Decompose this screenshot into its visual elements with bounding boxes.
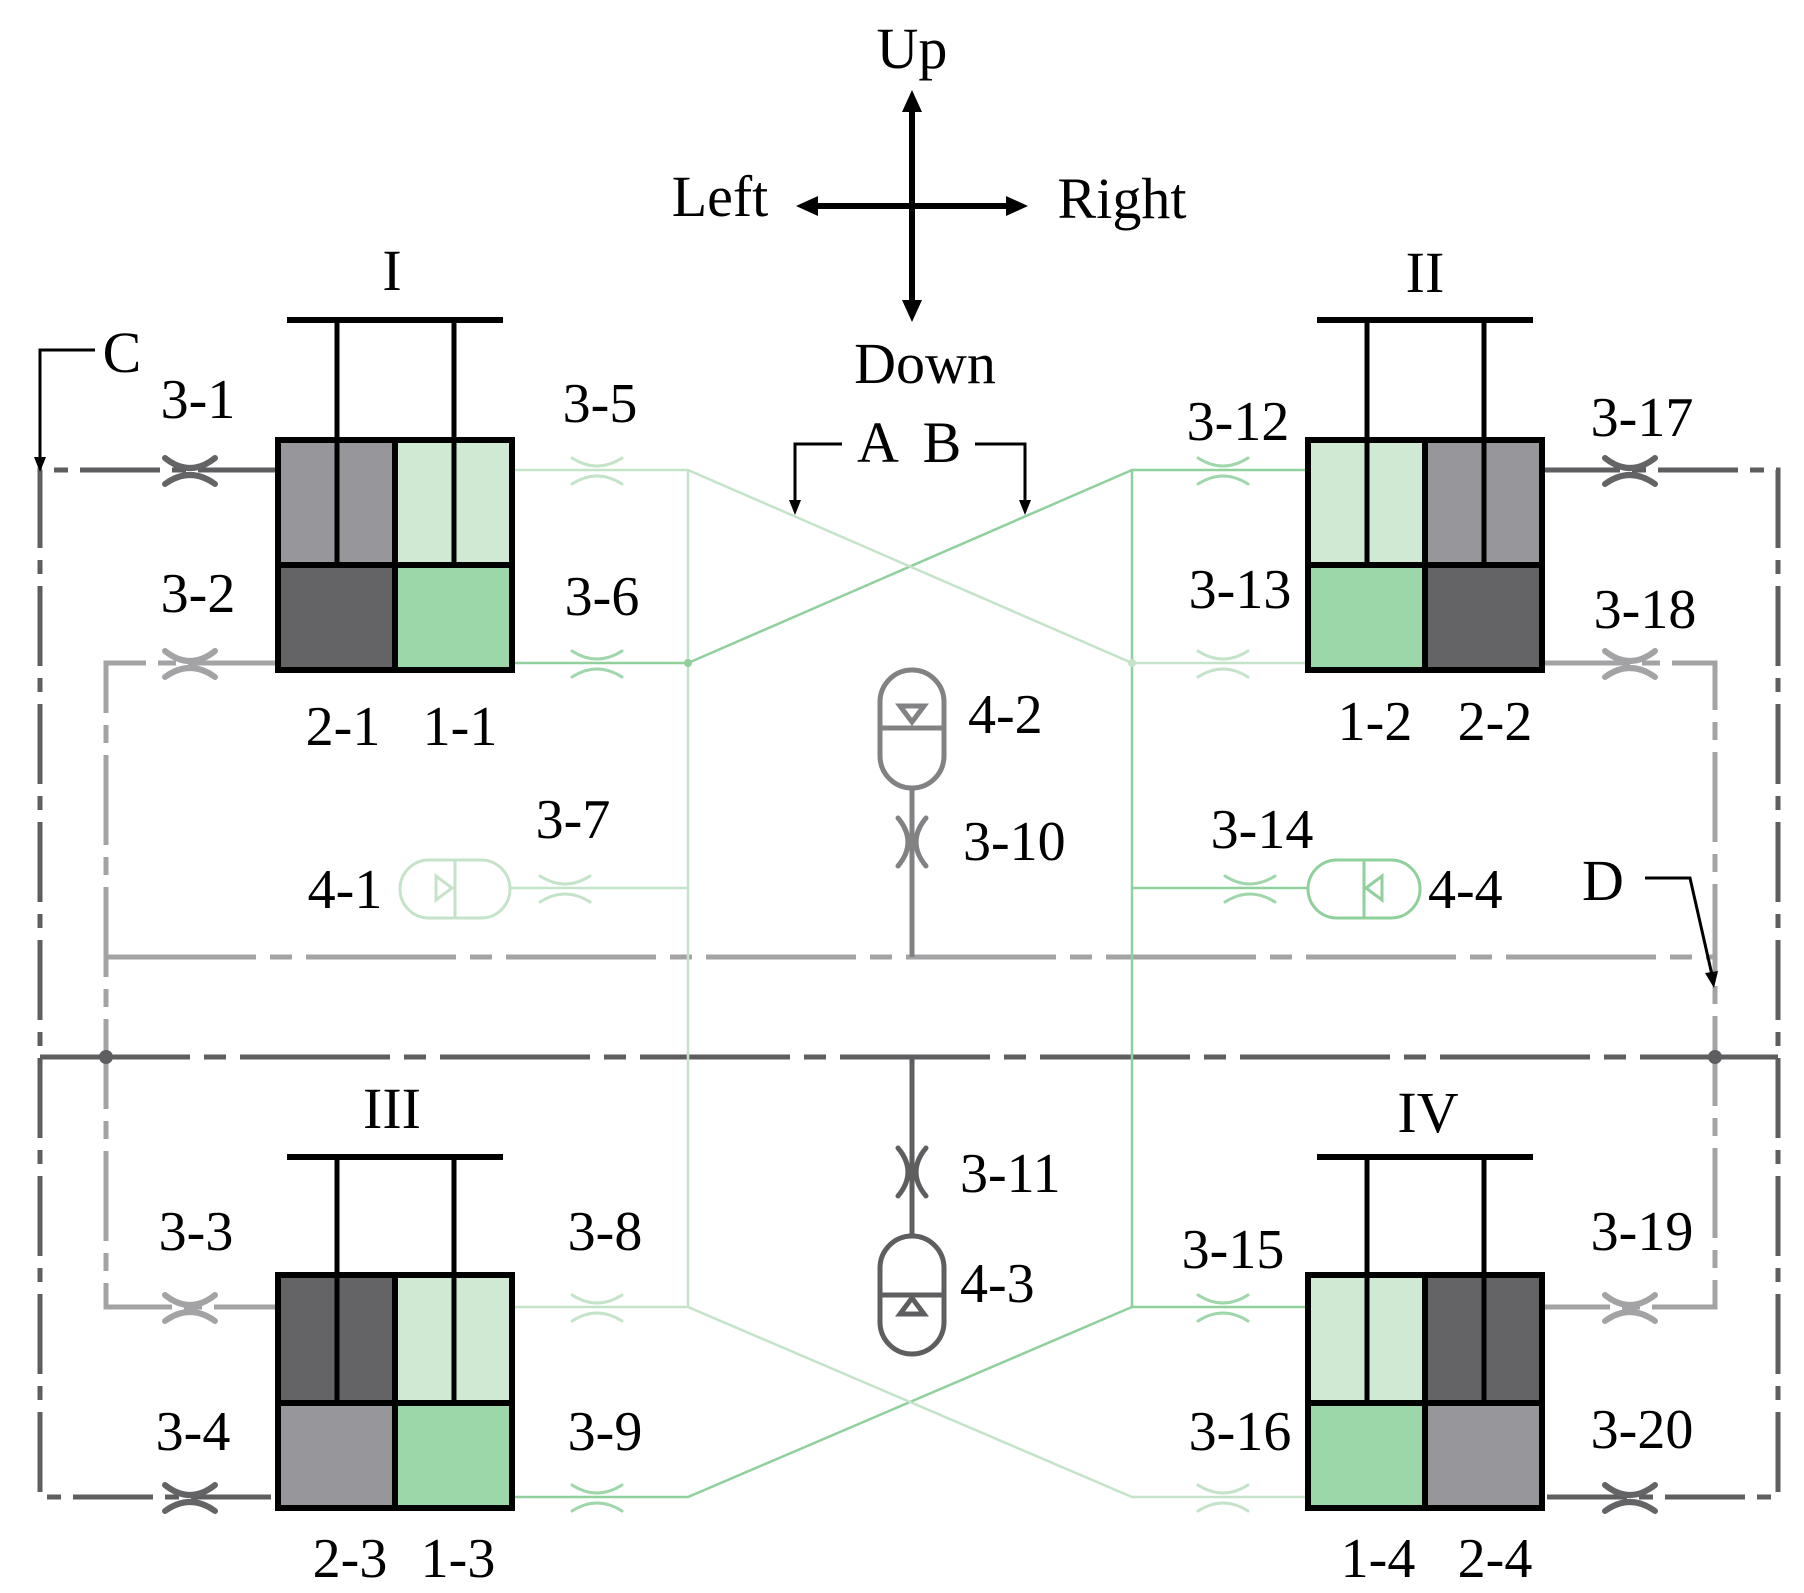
accumulator-labels: 4-1 4-2 4-3 4-4: [308, 684, 1503, 1315]
unit-label-iii: III: [363, 1076, 421, 1141]
unit-label-i: I: [382, 238, 401, 303]
accumulator-label-4-4: 4-4: [1428, 859, 1503, 921]
chamber-label-1-4: 1-4: [1341, 1528, 1416, 1590]
orifice-label-3-5: 3-5: [563, 373, 638, 435]
accumulator-label-4-1: 4-1: [308, 859, 383, 921]
orifice-label-3-19: 3-19: [1591, 1201, 1694, 1263]
cylinder-unit-ii: [1305, 317, 1545, 673]
unit-label-iv: IV: [1397, 1080, 1458, 1145]
orifice-label-3-16: 3-16: [1189, 1401, 1292, 1463]
line-marker-b: B: [923, 410, 962, 475]
unit-label-ii: II: [1406, 240, 1445, 305]
orifice-labels: 3-1 3-2 3-3 3-4 3-5 3-6 3-7 3-8 3-9 3-10…: [156, 369, 1697, 1463]
arrow-left-icon: [796, 196, 818, 216]
arrow-right-icon: [1006, 196, 1028, 216]
unit-labels: I II III IV 2-1 1-1 1-2 2-2 2-3 1-3 1-4 …: [306, 238, 1533, 1590]
line-marker-d: D: [1582, 848, 1624, 913]
orifice-label-3-1: 3-1: [161, 369, 236, 431]
chamber-label-2-3: 2-3: [313, 1528, 388, 1590]
line-marker-c: C: [103, 320, 142, 385]
accumulator-4-4: [1306, 858, 1422, 920]
chamber-label-2-1: 2-1: [306, 696, 381, 758]
label-right: Right: [1058, 166, 1187, 231]
label-left: Left: [672, 164, 769, 229]
marker-leaders: [38, 348, 1714, 976]
label-up: Up: [877, 16, 948, 81]
line-marker-a: A: [857, 410, 899, 475]
orifice-label-3-13: 3-13: [1189, 559, 1292, 621]
arrow-down-icon: [902, 300, 922, 322]
orifice-label-3-15: 3-15: [1182, 1219, 1285, 1281]
junction-dots: [99, 659, 1722, 1064]
accumulator-label-4-3: 4-3: [960, 1253, 1035, 1315]
cylinder-unit-iii: [275, 1154, 515, 1511]
orifice-label-3-3: 3-3: [159, 1201, 234, 1263]
orifice-label-3-10: 3-10: [963, 811, 1066, 873]
chamber-label-2-4: 2-4: [1458, 1528, 1533, 1590]
orifice-label-3-9: 3-9: [568, 1401, 643, 1463]
label-down: Down: [854, 331, 996, 396]
arrow-up-icon: [902, 90, 922, 112]
orifice-label-3-8: 3-8: [568, 1201, 643, 1263]
orifice-label-3-18: 3-18: [1594, 579, 1697, 641]
orifice-label-3-2: 3-2: [161, 563, 236, 625]
line-marker-labels: A B C D: [103, 320, 1624, 913]
marker-arrowheads: [34, 457, 1718, 988]
direction-compass: [796, 90, 1028, 322]
orifice-label-3-4: 3-4: [156, 1401, 231, 1463]
line-a-pale-green: [508, 468, 1310, 1499]
direction-labels: Up Down Left Right: [672, 16, 1187, 396]
chamber-label-2-2: 2-2: [1458, 691, 1533, 753]
orifice-label-3-7: 3-7: [536, 789, 611, 851]
accumulator-label-4-2: 4-2: [968, 684, 1043, 746]
cylinder-unit-i: [275, 317, 515, 673]
accumulator-4-3: [877, 1233, 947, 1357]
accumulator-4-2: [877, 667, 947, 791]
orifice-label-3-20: 3-20: [1591, 1399, 1694, 1461]
chamber-label-1-2: 1-2: [1338, 691, 1413, 753]
accumulator-4-1: [398, 858, 512, 920]
cylinder-unit-iv: [1305, 1154, 1545, 1511]
orifice-label-3-11: 3-11: [960, 1143, 1061, 1205]
orifice-label-3-6: 3-6: [565, 566, 640, 628]
chamber-label-1-3: 1-3: [421, 1528, 496, 1590]
orifice-label-3-12: 3-12: [1187, 391, 1290, 453]
orifice-label-3-17: 3-17: [1591, 387, 1694, 449]
line-c-dark-loop: [37, 467, 1781, 1500]
chamber-label-1-1: 1-1: [423, 696, 498, 758]
orifice-symbols: [162, 455, 1658, 1514]
orifice-label-3-14: 3-14: [1211, 799, 1314, 861]
